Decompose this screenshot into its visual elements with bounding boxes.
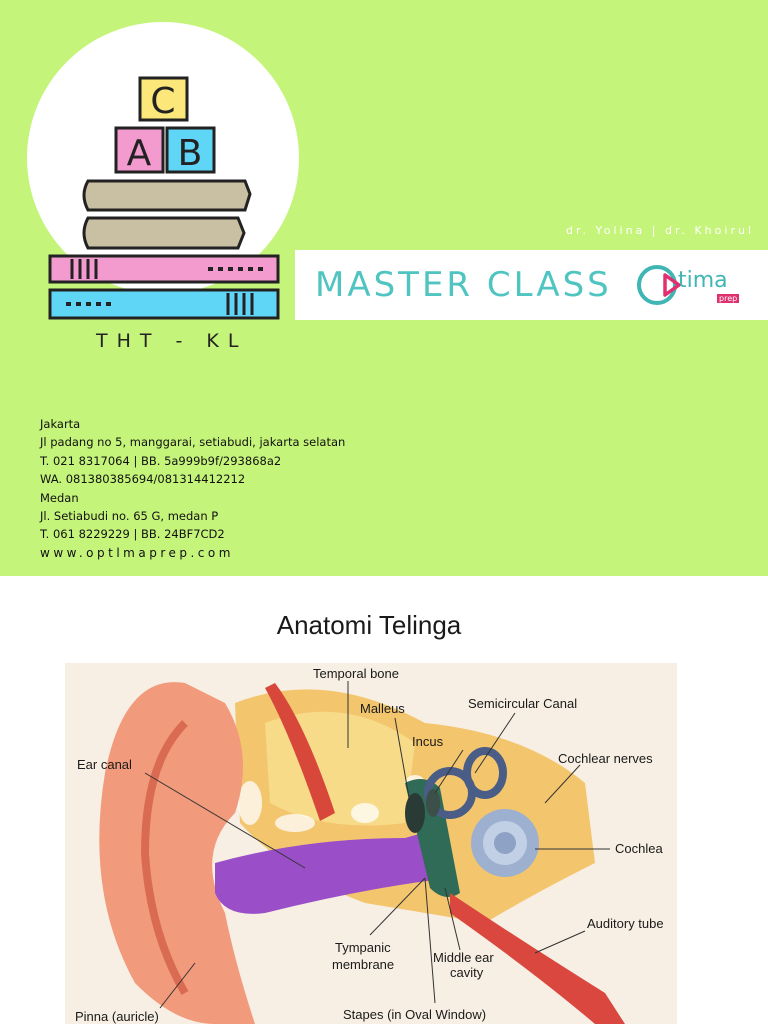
master-class-banner: MASTER CLASS tima prep: [295, 250, 768, 320]
book-tan-bottom: [82, 216, 246, 250]
brand-name: tima: [678, 268, 728, 293]
label-cavity: cavity: [450, 965, 484, 980]
contact-address-jakarta: Jl padang no 5, manggarai, setiabudi, ja…: [40, 435, 346, 450]
contact-wa-jakarta: WA. 081380385694/081314412212: [40, 472, 246, 487]
ear-canal-shape: [215, 828, 450, 914]
label-incus: Incus: [412, 734, 444, 749]
block-a: [114, 126, 165, 174]
label-semicircular-canal: Semicircular Canal: [468, 696, 577, 711]
auditory-tube-shape: [450, 893, 625, 1024]
label-malleus: Malleus: [360, 701, 405, 716]
subject-label: THT - KL: [96, 330, 248, 352]
label-cochlear-nerves: Cochlear nerves: [558, 751, 653, 766]
block-b: [165, 126, 216, 174]
label-membrane: membrane: [332, 957, 394, 972]
label-ear-canal: Ear canal: [77, 757, 132, 772]
book-tan-top: [82, 179, 252, 212]
contact-phone-medan: T. 061 8229229 | BB. 24BF7CD2: [40, 527, 225, 542]
label-auditory-tube: Auditory tube: [587, 916, 664, 931]
abc-books-logo: C A B: [48, 76, 280, 320]
label-middle-ear: Middle ear: [433, 950, 494, 965]
block-a-letter: A: [127, 133, 152, 174]
brand-sub: prep: [717, 294, 740, 303]
book-pink: [48, 254, 280, 284]
pinna-shape: [99, 682, 256, 1024]
ear-anatomy-diagram: Temporal bone Malleus Semicircular Canal…: [65, 663, 677, 1024]
contact-city-medan: Medan: [40, 490, 79, 505]
cover-slide: C A B THT - KL dr. Yolina | dr. Khoirul …: [0, 0, 768, 576]
cochlea-shape: [471, 809, 539, 877]
authors-line: dr. Yolina | dr. Khoirul: [565, 224, 754, 237]
block-b-letter: B: [178, 133, 203, 174]
block-c-letter: C: [150, 81, 175, 122]
label-pinna: Pinna (auricle): [75, 1009, 159, 1024]
master-class-title: MASTER CLASS: [315, 265, 612, 305]
contact-address-medan: Jl. Setiabudi no. 65 G, medan P: [40, 509, 219, 524]
website-link[interactable]: www.optlmaprep.com: [40, 545, 234, 560]
optima-logo-mark-icon: [637, 265, 681, 305]
slide-title: Anatomi Telinga: [276, 610, 462, 640]
label-temporal-bone: Temporal bone: [313, 666, 399, 681]
label-tympanic: Tympanic: [335, 940, 391, 955]
label-cochlea: Cochlea: [615, 841, 663, 856]
contact-city-jakarta: Jakarta: [40, 417, 81, 431]
contact-block: Jakarta Jl padang no 5, manggarai, setia…: [40, 415, 345, 562]
contact-phone-jakarta: T. 021 8317064 | BB. 5a999b9f/293868a2: [40, 453, 282, 468]
label-stapes: Stapes (in Oval Window): [343, 1007, 486, 1022]
block-c: [138, 76, 189, 122]
